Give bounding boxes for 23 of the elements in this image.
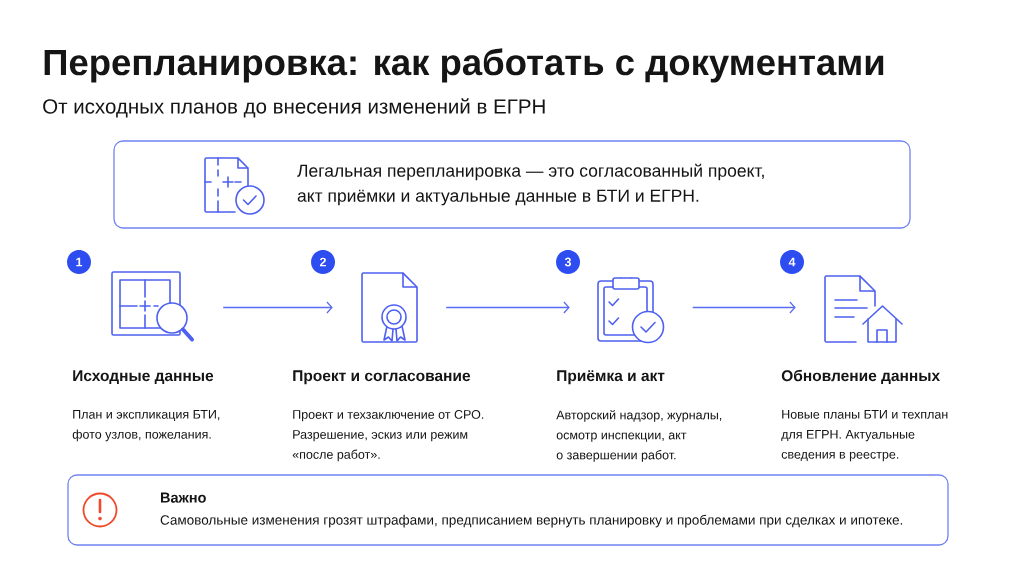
- number-badge: 2: [311, 250, 335, 274]
- subtitle: От исходных планов до внесения изменений в ЕГРН: [43, 98, 545, 118]
- callout-box: Легальная перепланировка — это согласованный проект, акт приёмки и актуальные данные в БТИ и ЕГРН.: [113, 140, 911, 229]
- document-house-icon: [824, 275, 903, 343]
- floor-plan-magnifier-icon: [111, 271, 194, 342]
- step-description: Проект и техзаключение от СРО. Разрешение, эскиз или режим «после работ».: [292, 410, 484, 462]
- number-badge: 1: [67, 250, 91, 274]
- certificate-document-icon: [361, 272, 418, 343]
- warning-box: Важно Самовольные изменения грозят штрафами, предписанием вернуть планировку и проблемами при сделках и ипотеке.: [67, 474, 949, 546]
- step-description: План и экспликация БТИ, фото узлов, пожелания.: [72, 410, 220, 442]
- step-title: Обновление данных: [781, 369, 940, 385]
- arrow: [692, 301, 796, 314]
- title: Перепланировка: как работать с документами: [44, 48, 884, 83]
- step-title: Исходные данные: [73, 370, 214, 385]
- step-description: Авторский надзор, журналы, осмотр инспекции, акт о завершении работ.: [556, 410, 722, 462]
- number-badge: 4: [780, 250, 804, 274]
- arrow: [445, 301, 570, 314]
- step-title: Проект и согласование: [293, 370, 471, 385]
- arrow: [222, 301, 333, 314]
- step-title: Приёмка и акт: [557, 370, 665, 385]
- clipboard-check-icon: [597, 277, 665, 344]
- step-description: Новые планы БТИ и техплан для ЕГРН. Актуальные сведения в реестре.: [781, 410, 948, 462]
- number-badge: 3: [556, 250, 580, 274]
